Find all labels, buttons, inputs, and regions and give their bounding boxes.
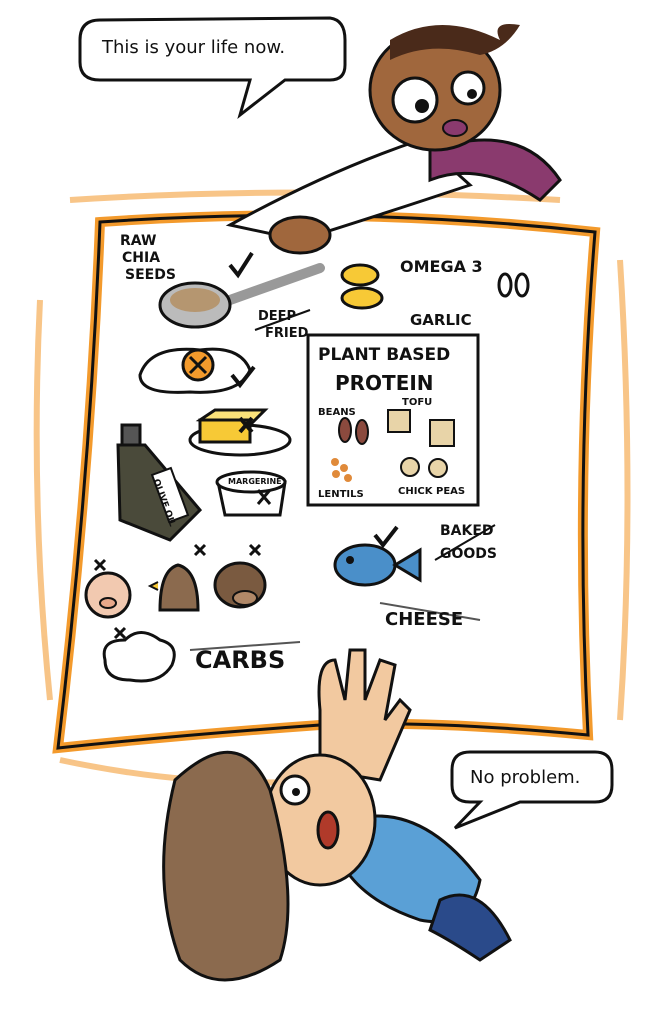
label-tofu: TOFU (402, 397, 432, 408)
tofu-icon (429, 419, 455, 447)
carbs-strike-line (189, 641, 301, 651)
lentils-icon (331, 458, 352, 482)
omega3-capsules-icon (340, 263, 384, 310)
garlic-pills-icon (497, 272, 530, 298)
label-seeds: SEEDS (125, 267, 176, 283)
margerine-tub-icon: MARGERINE (215, 470, 287, 517)
chickpeas-icon (400, 457, 448, 478)
label-carbs: CARBS (195, 646, 285, 674)
cow-icon (213, 561, 267, 609)
patient-dialogue: No problem. (470, 767, 581, 788)
butter-icon (188, 408, 292, 457)
strike-line (254, 309, 311, 331)
label-beans: BEANS (318, 407, 356, 418)
plant-protein-box: PLANT BASED PROTEIN BEANS TOFU LENTILS C… (306, 333, 480, 507)
pig-icon (84, 571, 132, 619)
olive-oil-bottle-icon: OLIVE OIL (116, 423, 203, 542)
label-fried: FRIED (265, 326, 309, 341)
doctor-character (225, 24, 562, 255)
check-icon (228, 251, 254, 279)
label-chick-peas: CHICK PEAS (398, 486, 465, 497)
label-cheese: CHEESE (385, 609, 463, 630)
x-marks (93, 543, 262, 640)
strike-line (434, 524, 496, 561)
bean-icon (355, 419, 369, 445)
tofu-icon (387, 409, 411, 433)
label-lentils: LENTILS (318, 489, 364, 500)
chia-spoon-icon (158, 263, 325, 329)
label-margerine: MARGERINE (228, 477, 282, 486)
label-chia: CHIA (122, 250, 160, 266)
egg-icon (138, 347, 256, 394)
label-raw: RAW (120, 233, 156, 249)
label-protein: PROTEIN (335, 371, 434, 395)
bean-icon (338, 417, 352, 443)
check-icon (373, 525, 399, 549)
label-garlic: GARLIC (410, 311, 472, 329)
chicken-icon (147, 563, 200, 612)
label-plant-based: PLANT BASED (318, 345, 450, 365)
diet-sheet-outline (56, 213, 597, 750)
sheep-icon (102, 631, 176, 683)
doctor-dialogue: This is your life now. (102, 37, 286, 58)
label-goods: GOODS (440, 546, 497, 562)
label-baked: BAKED (440, 523, 494, 539)
fish-icon (333, 543, 422, 587)
label-omega: OMEGA 3 (400, 257, 483, 276)
patient-character (162, 648, 512, 982)
label-deep: DEEP (258, 309, 296, 324)
cheese-strike-line (379, 602, 481, 621)
